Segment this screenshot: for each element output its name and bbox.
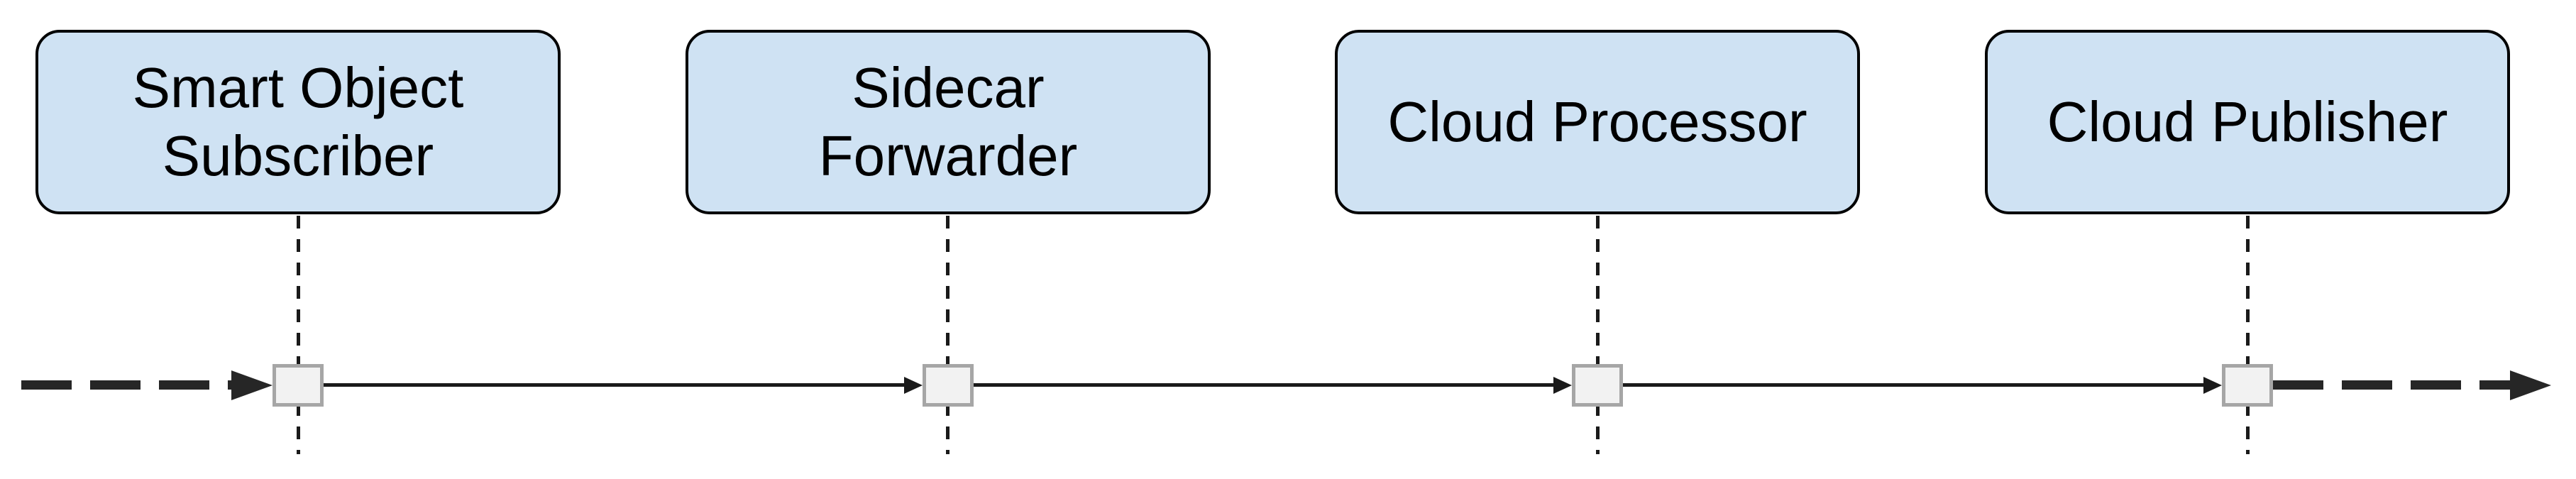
actor-label: Smart Object Subscriber xyxy=(132,56,464,187)
actor-label: Cloud Processor xyxy=(1387,90,1807,153)
flow-connector-3 xyxy=(1623,383,2203,387)
exit-arrowhead-icon xyxy=(2510,370,2551,400)
timeline-node-cloud-publisher xyxy=(2222,364,2273,407)
lifeline-smart-object-subscriber xyxy=(297,216,300,454)
connector-arrowhead-icon xyxy=(904,377,923,394)
entry-arrowhead-icon xyxy=(231,370,273,400)
flow-connector-2 xyxy=(974,383,1553,387)
flow-connector-1 xyxy=(324,383,904,387)
lifeline-cloud-publisher xyxy=(2246,216,2250,454)
lifeline-cloud-processor xyxy=(1596,216,1600,454)
actor-box-cloud-publisher: Cloud Publisher xyxy=(1985,30,2510,214)
connector-arrowhead-icon xyxy=(1553,377,1572,394)
exit-dashed-line xyxy=(2273,380,2510,390)
entry-dashed-line xyxy=(21,380,231,390)
timeline-node-sidecar-forwarder xyxy=(923,364,974,407)
actor-box-cloud-processor: Cloud Processor xyxy=(1335,30,1860,214)
timeline-node-smart-object-subscriber xyxy=(273,364,324,407)
actor-label: Cloud Publisher xyxy=(2047,90,2448,153)
actor-label: Sidecar Forwarder xyxy=(818,56,1078,187)
actor-box-sidecar-forwarder: Sidecar Forwarder xyxy=(686,30,1211,214)
connector-arrowhead-icon xyxy=(2203,377,2222,394)
actor-box-smart-object-subscriber: Smart Object Subscriber xyxy=(35,30,561,214)
timeline-node-cloud-processor xyxy=(1572,364,1623,407)
lifeline-sidecar-forwarder xyxy=(946,216,950,454)
